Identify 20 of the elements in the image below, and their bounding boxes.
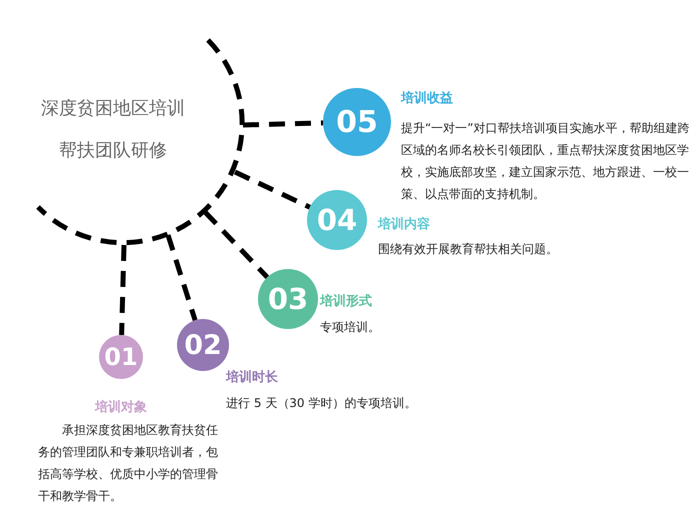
item-heading: 培训时长	[226, 368, 278, 386]
number-circle: 05	[323, 88, 391, 156]
item-description: 围绕有效开展教育帮扶相关问题。	[378, 241, 559, 258]
number-circle: 04	[307, 190, 367, 250]
connector-line	[203, 210, 270, 280]
item-heading: 培训收益	[401, 90, 453, 107]
item-description: 专项培训。	[320, 319, 381, 336]
title: 深度贫困地区培训帮扶团队研修	[40, 97, 186, 163]
item-heading: 培训形式	[320, 292, 372, 310]
connector-line	[119, 244, 126, 336]
item-description: 承担深度贫困地区教育扶贫任务的管理团队和专兼职培训者，包括高等学校、优质中小学的管理骨干和教学骨干。	[38, 422, 219, 505]
number-circle: 03	[258, 269, 318, 329]
connector-line	[166, 234, 198, 321]
item-heading: 培训对象	[94, 398, 148, 416]
item-description: 提升“一对一”对口帮扶培训项目实施水平，帮助组建跨区域的名师名校长引领团队，重点帮扶深度贫困地区学校，实施底部攻坚，建立国家示范、地方跟进、一校一策、以点带面的支持机制。	[401, 120, 690, 203]
connector-line	[242, 120, 324, 128]
item-description: 进行 5 天（30 学时）的专项培训。	[226, 395, 418, 412]
item-heading: 培训内容	[378, 216, 430, 233]
number-circle: 01	[99, 335, 143, 379]
number-circle: 02	[177, 319, 229, 371]
